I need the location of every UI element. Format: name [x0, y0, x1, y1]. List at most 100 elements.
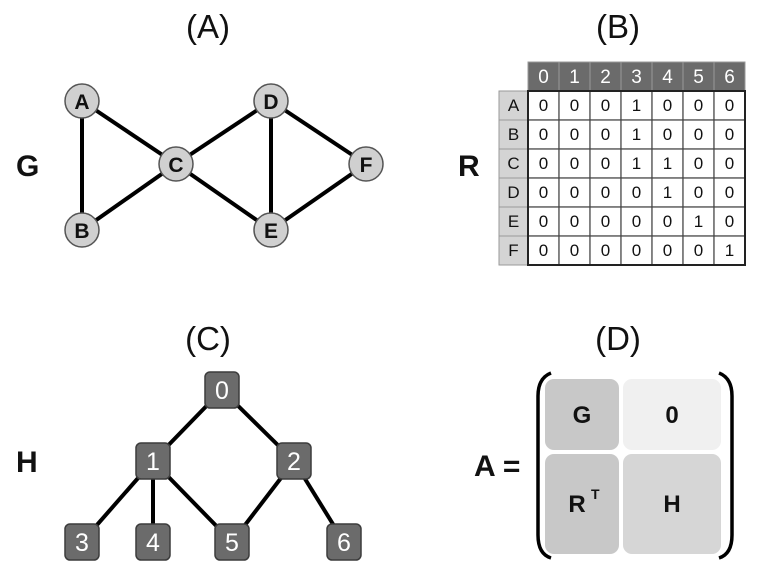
graph-g-node-label: D: [263, 91, 278, 114]
matrix-cell-value: 1: [632, 96, 641, 115]
matrix-cell: [558, 90, 591, 121]
matrix-row-header: E: [508, 212, 519, 231]
graph-g-node-label: A: [74, 91, 89, 114]
matrix-cell-value: 0: [725, 154, 734, 173]
tree-h-node-6: 6: [326, 523, 362, 561]
matrix-cell-value: 1: [663, 154, 672, 173]
graph-g-node-label: B: [74, 220, 89, 243]
left-bracket: [536, 371, 552, 560]
matrix-cell-value: 0: [694, 125, 703, 144]
block-h: [623, 454, 721, 554]
matrix-cell-value: 0: [570, 96, 579, 115]
matrix-cell-value: 1: [663, 183, 672, 202]
tree-h-node-label: 3: [75, 529, 89, 557]
graph-g-label: G: [16, 150, 40, 183]
tree-h-label: H: [16, 446, 38, 479]
matrix-cell-value: 0: [570, 183, 579, 202]
matrix-cell-value: 0: [632, 241, 641, 260]
graph-g-node-E: E: [253, 212, 289, 248]
matrix-col-header: 5: [693, 67, 704, 88]
matrix-cell: [651, 177, 684, 208]
matrix-col-header: 6: [724, 67, 735, 88]
matrix-cell-value: 0: [725, 183, 734, 202]
graph-g-node-label: F: [360, 154, 373, 177]
matrix-cell-value: 0: [570, 125, 579, 144]
matrix-cell: [620, 206, 653, 237]
graph-g-edge-C-D: [174, 99, 273, 166]
matrix-cell: [682, 206, 715, 237]
matrix-cell-value: 0: [601, 183, 610, 202]
matrix-cell-value: 0: [601, 154, 610, 173]
matrix-cell-value: 0: [539, 154, 548, 173]
matrix-cell: [589, 206, 622, 237]
matrix-col-header: 1: [569, 67, 580, 88]
block-zero: [623, 379, 721, 450]
block-rt: [545, 454, 619, 554]
matrix-cell-value: 0: [694, 154, 703, 173]
matrix-cell-value: 0: [725, 125, 734, 144]
graph-g-edge-C-E: [174, 162, 273, 232]
block-g: [545, 379, 619, 450]
matrix-cell-value: 0: [601, 241, 610, 260]
tree-h-node-label: 4: [146, 529, 160, 557]
graph-g-node-B: B: [64, 212, 100, 248]
graph-g-node-D: D: [253, 83, 289, 119]
matrix-cell-value: 0: [601, 96, 610, 115]
matrix-cell-value: 0: [632, 212, 641, 231]
graph-g-node-A: A: [64, 83, 100, 119]
matrix-cell-value: 0: [694, 183, 703, 202]
matrix-cell-value: 0: [663, 96, 672, 115]
matrix-cell-value: 0: [570, 241, 579, 260]
matrix-col-header: 3: [631, 67, 642, 88]
matrix-cell-value: 0: [601, 125, 610, 144]
matrix-cell-value: 0: [663, 212, 672, 231]
tree-h-node-label: 6: [337, 529, 351, 557]
graph-g-edge-D-F: [269, 99, 368, 166]
matrix-r-label: R: [458, 150, 480, 183]
matrix-border: [527, 90, 746, 266]
right-bracket: [718, 371, 734, 560]
matrix-cell: [713, 206, 746, 237]
graph-g-edge-A-C: [80, 99, 178, 166]
graph-g-node-label: C: [168, 154, 183, 177]
matrix-cell-value: 0: [725, 212, 734, 231]
matrix-cell-value: 0: [663, 125, 672, 144]
graph-g-node-label: E: [264, 220, 278, 243]
matrix-col-header: 2: [600, 67, 611, 88]
tree-h-node-4: 4: [135, 523, 171, 561]
matrix-col-header: 4: [662, 67, 673, 88]
panel-c-title: (C): [185, 320, 231, 357]
matrix-cell-value: 0: [539, 241, 548, 260]
block-g-text: G: [573, 402, 592, 429]
matrix-cell: [713, 177, 746, 208]
matrix-cell-value: 0: [694, 241, 703, 260]
graph-g-node-F: F: [348, 146, 384, 182]
tree-h-node-2: 2: [276, 442, 312, 480]
matrix-cell: [713, 90, 746, 121]
tree-h-node-label: 0: [215, 377, 229, 405]
matrix-cell: [620, 177, 653, 208]
graph-g-edge-B-C: [80, 162, 178, 232]
matrix-cell-value: 0: [539, 212, 548, 231]
matrix-cell-value: 0: [601, 212, 610, 231]
matrix-cell-value: 0: [663, 241, 672, 260]
a-equals-label: A =: [474, 450, 521, 483]
tree-h-node-0: 0: [204, 371, 240, 409]
matrix-cell: [589, 177, 622, 208]
matrix-cell-value: 0: [725, 96, 734, 115]
graph-g-edge-E-F: [269, 162, 368, 232]
matrix-cell: [713, 148, 746, 179]
graph-g-node-C: C: [158, 146, 194, 182]
matrix-cell: [527, 235, 560, 266]
matrix-cell-value: 1: [694, 212, 703, 231]
tree-h-node-3: 3: [64, 523, 100, 561]
matrix-cell-value: 1: [632, 154, 641, 173]
block-rt-text: R: [568, 491, 585, 518]
tree-h-node-label: 2: [287, 448, 301, 476]
tree-h-node-1: 1: [135, 442, 171, 480]
matrix-cell-value: 0: [570, 154, 579, 173]
matrix-cell-value: 0: [694, 96, 703, 115]
